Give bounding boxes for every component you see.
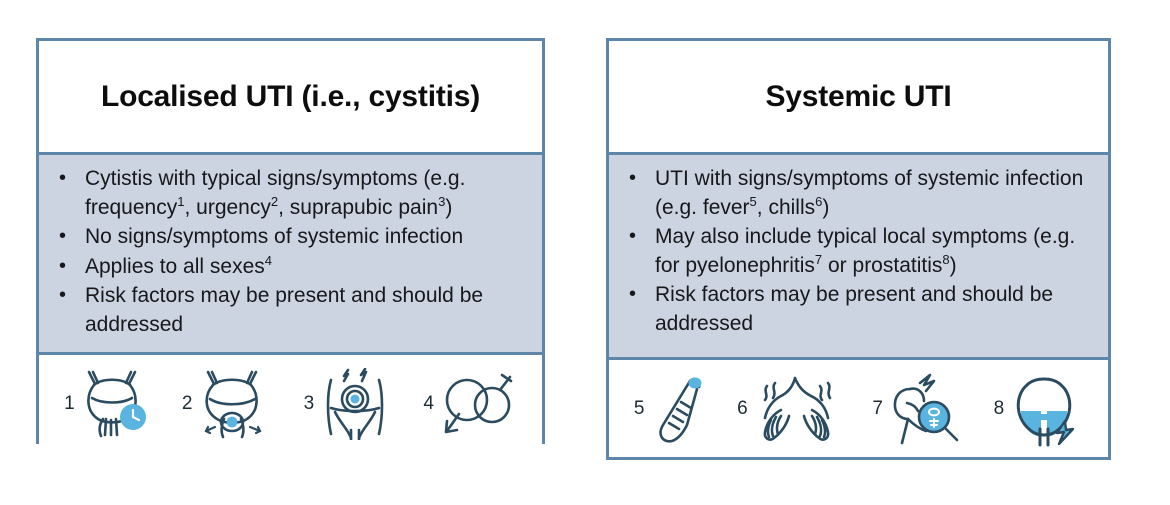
kidney-pyelonephritis-icon (886, 373, 964, 445)
bullet-text: ) (445, 195, 453, 219)
icon-cell: 6 (737, 374, 843, 444)
icon-cell: 3 (303, 367, 394, 440)
bullet-text: Applies to all sexes (85, 254, 265, 278)
bullet-text: Risk factors may be present and should b… (85, 284, 484, 336)
icon-number-label: 1 (64, 393, 75, 414)
bullet-item: Risk factors may be present and should b… (623, 280, 1096, 338)
icon-cell: 4 (423, 369, 517, 439)
bullet-item: Applies to all sexes4 (53, 252, 530, 282)
bullet-list-localised: Cytistis with typical signs/symptoms (e.… (53, 164, 530, 339)
footnote-marker: 1 (177, 193, 185, 209)
bullet-text: , chills (756, 195, 816, 219)
icon-number-label: 8 (993, 398, 1005, 419)
bullet-text: or prostatitis (822, 253, 943, 277)
bullet-text: ) (822, 195, 830, 219)
bullet-item: UTI with signs/symptoms of systemic infe… (623, 164, 1096, 222)
bullet-text: Cytistis with typical signs/symptoms (e.… (85, 167, 466, 219)
icon-number-label: 6 (737, 398, 748, 419)
icon-strip-localised: 1 2 3 4 (39, 355, 542, 452)
panel-body-systemic: UTI with signs/symptoms of systemic infe… (609, 152, 1108, 360)
panel-localised-uti: Localised UTI (i.e., cystitis) Cytistis … (36, 38, 545, 452)
bullet-text: No signs/symptoms of systemic infection (85, 225, 464, 248)
icon-cell: 2 (182, 369, 274, 439)
bullet-text: Risk factors may be present and should b… (655, 283, 1054, 335)
bullet-text: ) (949, 253, 957, 277)
footnote-marker: 7 (814, 251, 823, 267)
icon-cell: 8 (994, 371, 1084, 447)
footnote-marker: 3 (438, 193, 446, 209)
suprapubic-pain-icon (317, 367, 393, 440)
panel-title-systemic: Systemic UTI (609, 41, 1108, 152)
bullet-text: , urgency (184, 195, 271, 219)
footnote-marker: 5 (749, 193, 757, 209)
bullet-text: , suprapubic pain (278, 195, 439, 219)
footnote-marker: 4 (264, 252, 273, 268)
icon-strip-systemic: 5 6 7 8 (609, 360, 1108, 457)
thermometer-fever-icon (647, 371, 707, 447)
bullet-item: Risk factors may be present and should b… (53, 281, 530, 339)
icon-number-label: 7 (872, 398, 883, 419)
panel-heading-localised: Localised UTI (i.e., cystitis) (100, 80, 481, 113)
panel-heading-systemic: Systemic UTI (765, 80, 952, 113)
panel-title-localised: Localised UTI (i.e., cystitis) (39, 41, 542, 152)
prostate-bladder-icon (1007, 371, 1083, 447)
bladder-clock-frequency-icon (78, 369, 152, 439)
icon-cell: 1 (64, 369, 152, 439)
footnote-marker: 8 (942, 251, 950, 267)
bullet-text: May also include typical local symptoms … (655, 225, 1076, 277)
bullet-text: UTI with signs/symptoms of systemic infe… (655, 167, 1084, 219)
panel-systemic-uti: Systemic UTI UTI with signs/symptoms of … (606, 38, 1111, 460)
chills-shivering-icon (751, 374, 843, 444)
footnote-marker: 2 (270, 193, 279, 209)
bullet-list-systemic: UTI with signs/symptoms of systemic infe… (623, 164, 1096, 338)
icon-number-label: 3 (303, 393, 315, 414)
footnote-marker: 6 (815, 193, 823, 209)
bladder-urgency-icon (195, 369, 273, 439)
all-sexes-symbol-icon (437, 369, 517, 439)
icon-cell: 5 (634, 371, 708, 447)
panel-body-localised: Cytistis with typical signs/symptoms (e.… (39, 152, 542, 355)
bullet-item: May also include typical local symptoms … (623, 222, 1096, 280)
icon-number-label: 4 (423, 393, 434, 414)
icon-cell: 7 (872, 373, 964, 445)
bullet-item: No signs/symptoms of systemic infection (53, 222, 530, 252)
icon-number-label: 2 (181, 393, 193, 414)
bullet-item: Cytistis with typical signs/symptoms (e.… (53, 164, 530, 222)
icon-number-label: 5 (633, 398, 645, 419)
